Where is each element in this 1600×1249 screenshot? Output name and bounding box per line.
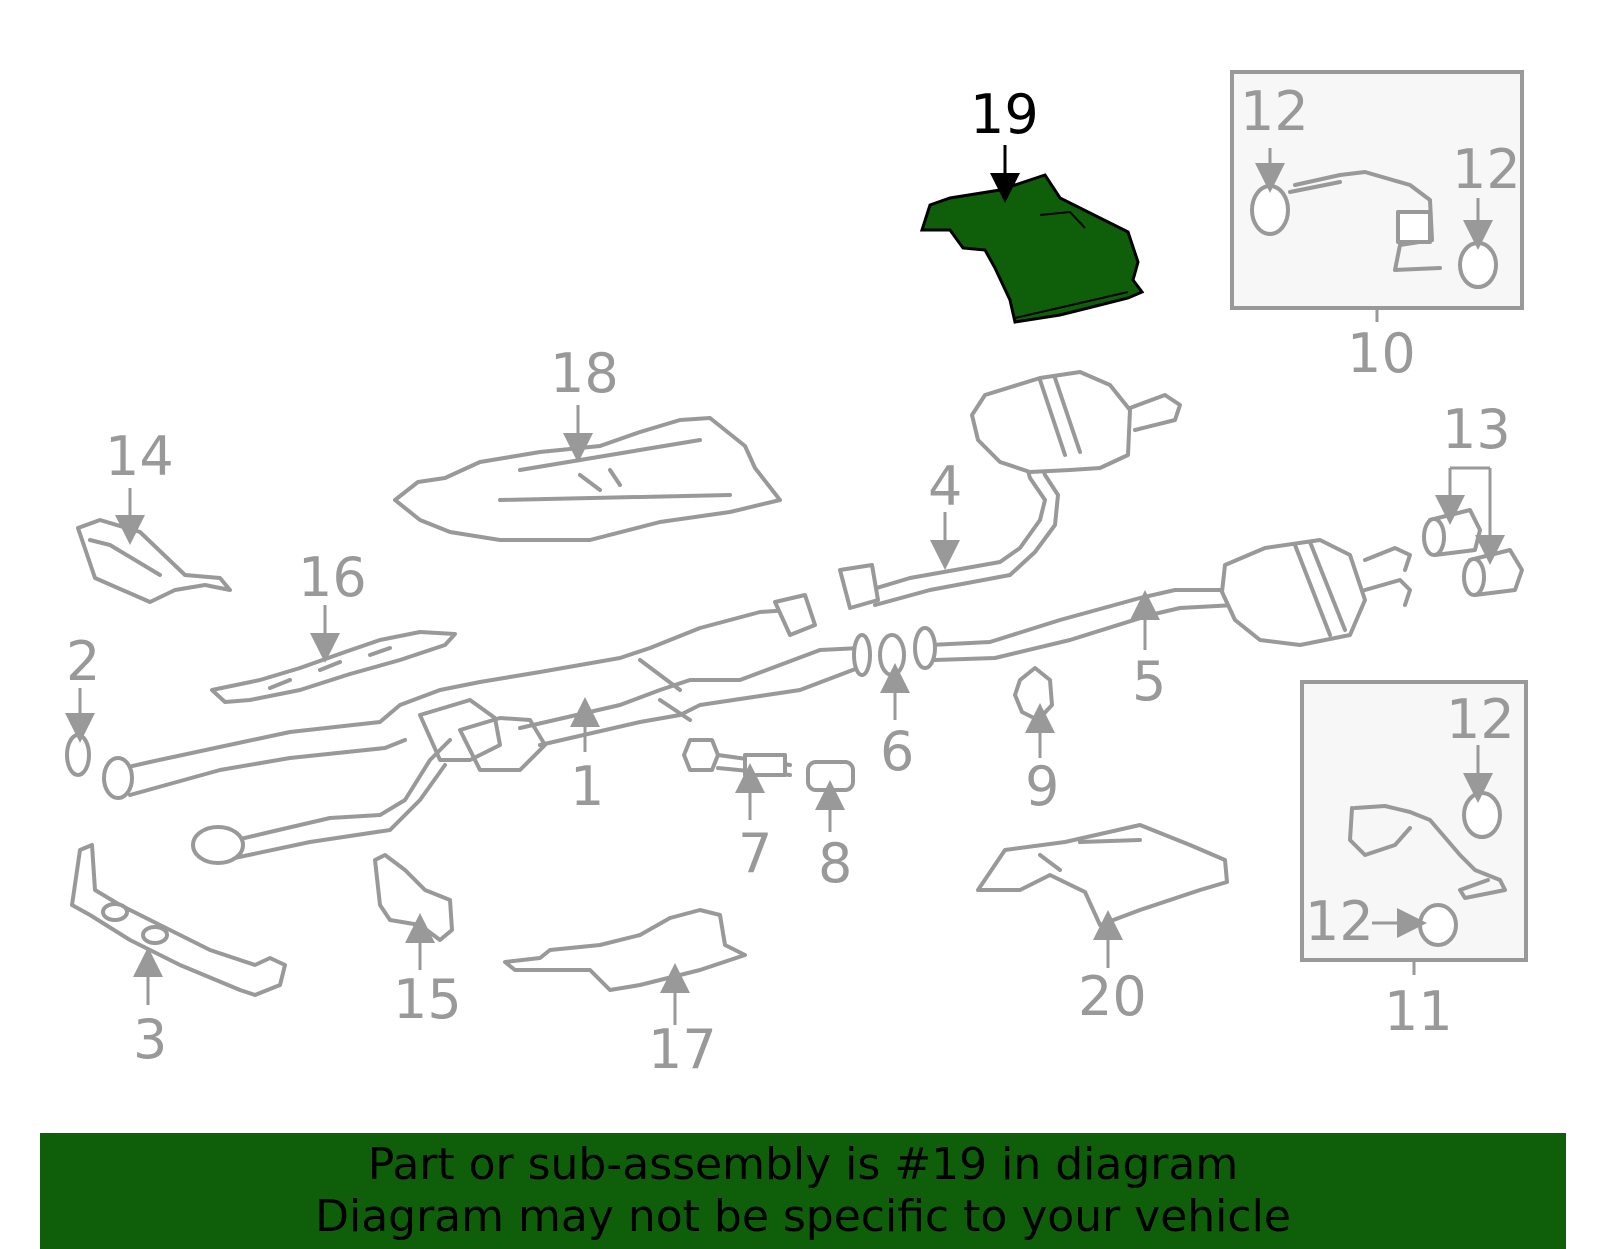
callout-14: 14	[105, 425, 174, 488]
part-11-hanger-assembly-box[interactable]	[1300, 680, 1528, 975]
callout-5: 5	[1132, 650, 1166, 713]
callout-1: 1	[570, 755, 604, 818]
callout-20: 20	[1078, 965, 1147, 1028]
part-19-heat-insulator[interactable]	[919, 173, 1145, 324]
callout-9: 9	[1025, 755, 1059, 818]
part-6-gasket[interactable]	[878, 633, 906, 677]
callout-12-box11-bottom: 12	[1305, 890, 1374, 953]
callout-3: 3	[133, 1008, 167, 1071]
part-5-tailpipe-with-muffler[interactable]	[913, 538, 1412, 670]
part-14-bracket[interactable]	[76, 518, 232, 604]
part-4-tailpipe-with-muffler[interactable]	[838, 370, 1182, 610]
callout-12-box10-left: 12	[1240, 80, 1309, 143]
part-16-heat-insulator[interactable]	[210, 630, 457, 704]
callout-17: 17	[648, 1018, 717, 1081]
part-2-gasket[interactable]	[65, 733, 91, 777]
callout-16: 16	[298, 546, 367, 609]
part-10-hanger-assembly-box[interactable]	[1230, 70, 1524, 322]
part-info-banner: Part or sub-assembly is #19 in diagram D…	[40, 1133, 1566, 1249]
callout-8: 8	[818, 832, 852, 895]
part-15-bracket[interactable]	[373, 853, 454, 942]
part-17-heat-insulator[interactable]	[503, 908, 747, 992]
callout-12-box10-right: 12	[1452, 138, 1521, 201]
callout-6: 6	[880, 720, 914, 783]
callout-10: 10	[1347, 322, 1416, 385]
banner-line-1: Part or sub-assembly is #19 in diagram	[367, 1139, 1239, 1190]
part-1-front-pipe-assembly[interactable]	[102, 593, 872, 865]
callout-18: 18	[550, 342, 619, 405]
part-18-heat-insulator[interactable]	[393, 416, 782, 542]
part-7-bolt[interactable]	[682, 738, 792, 777]
banner-line-2: Diagram may not be specific to your vehi…	[315, 1191, 1291, 1242]
callout-12-box11-top: 12	[1446, 688, 1515, 751]
part-8-bushing[interactable]	[806, 760, 855, 792]
callout-7: 7	[738, 822, 772, 885]
part-3-bracket[interactable]	[70, 843, 287, 997]
part-20-heat-insulator[interactable]	[976, 823, 1229, 927]
callout-11: 11	[1384, 980, 1453, 1043]
callout-13: 13	[1442, 398, 1511, 461]
callout-19: 19	[970, 83, 1039, 146]
part-13-exhaust-tips[interactable]	[1422, 508, 1524, 597]
part-9-hanger[interactable]	[1013, 666, 1054, 722]
callout-4: 4	[928, 455, 962, 518]
callout-15: 15	[393, 968, 462, 1031]
callout-2: 2	[66, 630, 100, 693]
